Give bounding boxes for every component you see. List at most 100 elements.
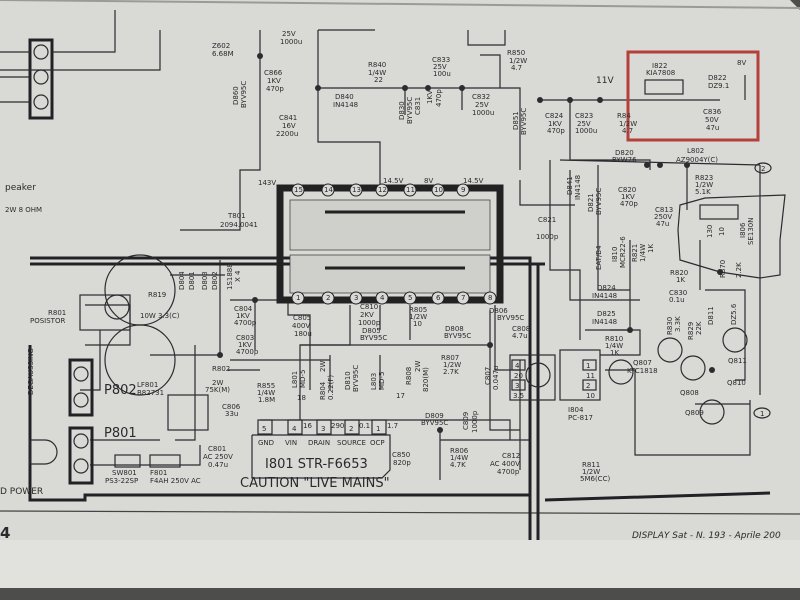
r84-value-2: 4.7 — [622, 127, 633, 135]
r830-value: 3.3K — [674, 316, 682, 332]
c812-value-1: AC 400V — [490, 460, 520, 468]
r840-value-2: 22 — [374, 76, 383, 84]
r810-value-1: 1/4W — [605, 342, 623, 350]
i806-label: I806 — [739, 222, 747, 238]
speaker-label: peaker — [5, 183, 36, 193]
pin-7: 7 — [461, 294, 465, 302]
c830-label: C830 — [669, 289, 687, 297]
connector-1[interactable]: 1 — [760, 410, 764, 418]
lf801-value: B82731 — [137, 389, 164, 397]
c824-value-1: 1KV — [548, 120, 562, 128]
filter-lf801 — [167, 394, 209, 431]
l802-value: AZ9004Y(C) — [676, 156, 718, 164]
pin-13: 13 — [352, 186, 361, 194]
opto-pin-4: 4 — [515, 362, 520, 370]
d804-label: D804 — [178, 271, 186, 290]
c805-value-1: 400V — [292, 322, 310, 330]
d811-label: D811 — [707, 306, 715, 325]
r821-value-2: 1K — [647, 244, 655, 253]
c804-value-2: 4700p — [234, 319, 257, 327]
r819-label: R819 — [148, 291, 166, 299]
i804-label: I804 — [568, 406, 584, 414]
ic-volt-source: 0.1 — [359, 422, 370, 430]
c-top-value-2: 1000u — [280, 38, 302, 46]
c812-label: C812 — [502, 452, 520, 460]
d822-label: D822 — [708, 74, 727, 82]
r810-label: R810 — [605, 335, 623, 343]
ic-pin-vin: VIN — [285, 439, 297, 447]
r850-label: R850 — [507, 49, 525, 57]
c805-value-2: 180u — [294, 330, 312, 338]
d821-label: D821 — [587, 193, 595, 212]
opto-volt-20: 20 — [514, 372, 523, 380]
d841-label: D841 — [566, 176, 574, 195]
r811-value-1: 1/2W — [582, 468, 600, 476]
d805-value: BYV95C — [360, 334, 387, 342]
r807-value-1: 1/2W — [443, 361, 461, 369]
c841-value-2: 2200u — [276, 130, 298, 138]
d851-label: D851 — [512, 111, 520, 130]
voltage-11v: 11V — [596, 76, 614, 86]
d820-label: D820 — [615, 149, 634, 157]
c830-value: 0.1u — [669, 296, 685, 304]
r802-label: R802 — [212, 365, 230, 373]
d809-label: D809 — [425, 412, 444, 420]
r806-label: R806 — [450, 447, 469, 455]
r806-value-2: 4.7K — [450, 461, 466, 469]
c832-label: C832 — [472, 93, 490, 101]
pin-8: 8 — [488, 294, 492, 302]
c820-label: C820 — [618, 186, 636, 194]
d810-value: BYV95C — [352, 365, 360, 392]
c803-label: C803 — [236, 334, 254, 342]
i810-value: MCR22-6 — [619, 236, 627, 268]
c831-label: C831 — [414, 97, 422, 115]
r808-value: 820(M) — [422, 367, 430, 392]
c812-value-2: 4700p — [497, 468, 520, 476]
ic-pin-drain: DRAIN — [308, 439, 330, 447]
pin-2: 2 — [326, 294, 330, 302]
z602-value: 6.68M — [212, 50, 234, 58]
r819-value-2: 3.3(C) — [158, 312, 180, 320]
ic-title: I801 STR-F6653 — [265, 457, 368, 472]
l803-value: MD-5 — [378, 372, 386, 390]
hand-drawn-outline — [677, 194, 786, 279]
wiring — [0, 29, 761, 480]
eat-label: EAT/B4 — [595, 245, 603, 270]
l801-label: L801 — [291, 371, 299, 388]
c804-label: C804 — [234, 305, 253, 313]
z602-label: Z602 — [212, 42, 230, 50]
q811-label: Q811 — [728, 357, 747, 365]
c-top-value-1: 25V — [282, 30, 296, 38]
pin-12: 12 — [378, 186, 387, 194]
c808-label: C808 — [512, 325, 530, 333]
r823-value-2: 5.1K — [695, 188, 711, 196]
r823-label: R823 — [695, 174, 713, 182]
pin-3: 3 — [354, 294, 358, 302]
ic-pin-ocp: OCP — [370, 439, 385, 447]
i806-value: SE130N — [747, 218, 755, 245]
r823-value-1: 1/2W — [695, 181, 713, 189]
magazine-footer: DISPLAY Sat - N. 193 - Aprile 200 — [632, 531, 781, 541]
c809-label: C809 — [462, 412, 470, 430]
d806-value: BYV95C — [497, 314, 524, 322]
l803-label: L803 — [370, 373, 378, 390]
r807-label: R807 — [441, 354, 459, 362]
c820-value-1: 1KV — [621, 193, 635, 201]
ic-i801 — [251, 419, 391, 479]
c813-value-2: 47u — [656, 220, 669, 228]
r805-value-1: 1/2W — [409, 313, 427, 321]
q807-value: KTC1818 — [627, 367, 658, 375]
p802-label: P802 — [104, 383, 137, 398]
diodes-count: X 4 — [234, 270, 242, 282]
c866-label: C866 — [264, 69, 283, 77]
connector-2[interactable]: 2 — [761, 165, 765, 173]
q810-label: Q810 — [727, 379, 746, 387]
c804-value-1: 1KV — [236, 312, 250, 320]
pin-15: 15 — [294, 186, 303, 194]
r829-label: R829 — [687, 322, 695, 340]
pin-14: 14 — [324, 186, 333, 194]
c833-label: C833 — [432, 56, 450, 64]
q808-label: Q808 — [680, 389, 699, 397]
pin-5: 5 — [408, 294, 412, 302]
c850-value: 820p — [393, 459, 411, 467]
